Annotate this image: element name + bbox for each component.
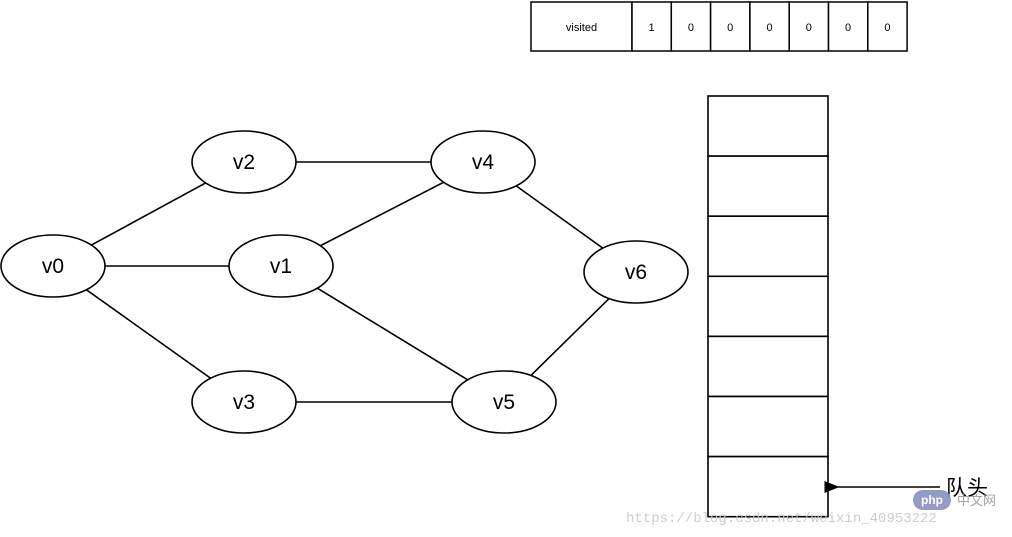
visited-value: 0: [845, 22, 851, 34]
node-ellipse: [583, 240, 689, 304]
node-ellipse: [430, 130, 536, 194]
node-v4: v4: [430, 130, 536, 194]
visited-value: 0: [727, 22, 733, 34]
visited-label-cell: [530, 1, 633, 52]
node-ellipse: [0, 234, 106, 298]
watermark-url: https://blog.csdn.net/weixin_40953222: [626, 511, 937, 527]
queue-slot: [707, 155, 829, 218]
edge-v0-v2: [91, 182, 206, 246]
node-label: v1: [270, 255, 292, 278]
watermark: php 中文网 https://blog.csdn.net/weixin_409…: [626, 490, 996, 527]
edge-v4-v6: [515, 185, 604, 249]
queue-slot: [707, 335, 829, 398]
node-v3: v3: [191, 370, 297, 434]
visited-value: 1: [649, 22, 655, 34]
visited-value: 0: [688, 22, 694, 34]
node-label: v5: [493, 391, 515, 414]
node-ellipse: [191, 370, 297, 434]
queue-slot: [707, 395, 829, 458]
visited-cell: [788, 1, 830, 52]
visited-value: 0: [806, 22, 812, 34]
graph-nodes: v0 v1 v2 v3 v4 v5 v6: [0, 130, 689, 434]
node-label: v4: [472, 151, 495, 174]
edge-v0-v3: [85, 289, 212, 379]
node-ellipse: [191, 130, 297, 194]
node-v5: v5: [451, 370, 557, 434]
queue-slot: [707, 455, 829, 518]
queue-slot: [707, 275, 829, 338]
queue-slot: [707, 215, 829, 278]
node-v2: v2: [191, 130, 297, 194]
visited-cell: [749, 1, 790, 52]
node-label: v6: [625, 261, 647, 284]
watermark-badge: php: [921, 493, 943, 507]
queue-head-label: 队头: [946, 476, 988, 500]
node-label: v2: [233, 151, 255, 174]
visited-cell: [631, 1, 673, 52]
visited-cell: [867, 1, 908, 52]
edge-v1-v4: [319, 181, 445, 247]
visited-value: 0: [884, 22, 890, 34]
visited-cell: [670, 1, 712, 52]
node-ellipse: [451, 370, 557, 434]
visited-label: visited: [566, 22, 597, 34]
node-label: v3: [233, 391, 255, 414]
node-ellipse: [228, 234, 334, 298]
node-label: v0: [42, 255, 64, 278]
php-badge-icon: [913, 490, 951, 510]
queue: [707, 95, 829, 518]
visited-cell: [827, 1, 869, 52]
visited-value: 0: [766, 22, 772, 34]
edge-v5-v6: [530, 297, 610, 377]
graph-edges: [85, 161, 610, 403]
node-v1: v1: [228, 234, 334, 298]
edge-v1-v5: [316, 287, 469, 381]
node-v6: v6: [583, 240, 689, 304]
queue-head-pointer: 队头: [824, 476, 988, 500]
visited-array: visited 1 0 0 0 0 0 0: [530, 1, 908, 52]
node-v0: v0: [0, 234, 106, 298]
queue-slot: [707, 95, 829, 157]
watermark-site: 中文网: [957, 494, 996, 509]
